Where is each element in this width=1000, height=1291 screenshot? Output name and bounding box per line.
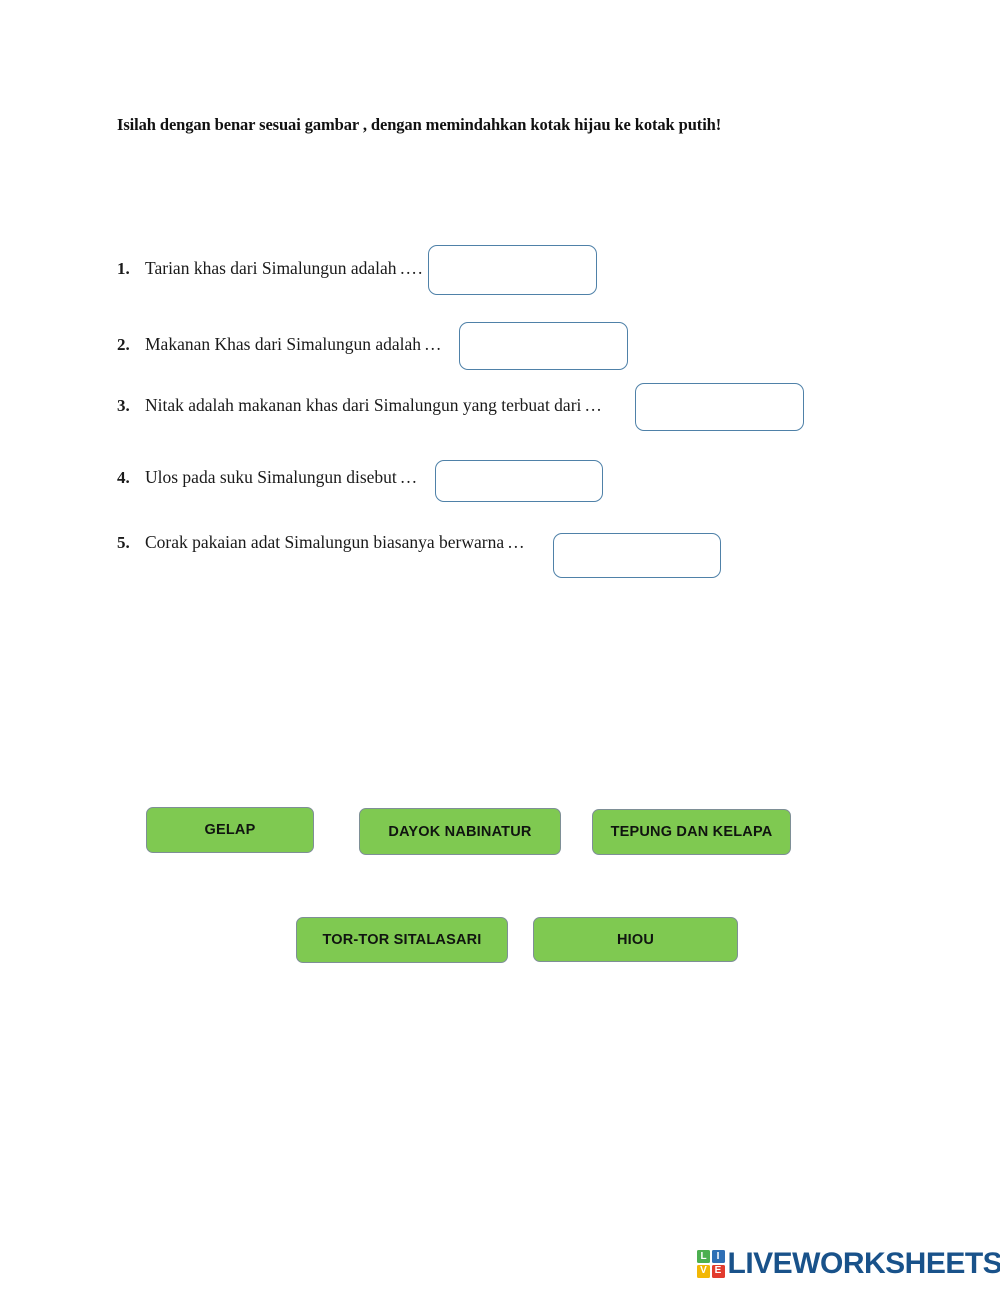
question-dots-5: … — [507, 532, 526, 552]
answer-box-5[interactable] — [553, 533, 721, 578]
question-row-4: 4. Ulos pada suku Simalungun disebut … — [117, 467, 418, 488]
question-number-3: 3. — [117, 396, 130, 415]
instruction-heading: Isilah dengan benar sesuai gambar , deng… — [117, 115, 722, 134]
answer-box-1[interactable] — [428, 245, 597, 295]
question-row-2: 2. Makanan Khas dari Simalungun adalah … — [117, 334, 443, 355]
word-tile-hiou[interactable]: HIOU — [533, 917, 738, 962]
word-tile-dayok-nabinatur[interactable]: DAYOK NABINATUR — [359, 808, 561, 855]
answer-box-2[interactable] — [459, 322, 628, 370]
question-row-1: 1. Tarian khas dari Simalungun adalah …. — [117, 258, 423, 279]
word-tile-tepung-dan-kelapa[interactable]: TEPUNG DAN KELAPA — [592, 809, 791, 855]
question-number-5: 5. — [117, 533, 130, 552]
logo-tile-v: V — [697, 1264, 710, 1278]
question-text-3: Nitak adalah makanan khas dari Simalungu… — [145, 395, 582, 415]
question-dots-2: … — [424, 334, 443, 354]
logo-tile-l: L — [697, 1250, 710, 1264]
question-dots-1: …. — [399, 258, 424, 278]
logo-tile-i: I — [711, 1250, 725, 1264]
question-text-5: Corak pakaian adat Simalungun biasanya b… — [145, 532, 505, 552]
question-dots-4: … — [399, 467, 419, 487]
question-text-4: Ulos pada suku Simalungun disebut — [145, 467, 397, 487]
question-text-1: Tarian khas dari Simalungun adalah — [145, 258, 397, 278]
question-row-5: 5. Corak pakaian adat Simalungun biasany… — [117, 532, 526, 553]
liveworksheets-mark-icon: L I V E — [697, 1250, 725, 1278]
word-tile-gelap[interactable]: GELAP — [146, 807, 314, 853]
logo-tile-e: E — [711, 1264, 725, 1278]
question-row-3: 3. Nitak adalah makanan khas dari Simalu… — [117, 395, 603, 416]
question-number-2: 2. — [117, 335, 130, 354]
liveworksheets-logo: L I V E LIVEWORKSHEETS — [697, 1243, 1000, 1285]
question-text-2: Makanan Khas dari Simalungun adalah — [145, 334, 422, 354]
answer-box-4[interactable] — [435, 460, 603, 502]
answer-box-3[interactable] — [635, 383, 804, 431]
word-tile-tor-tor-sitalasari[interactable]: TOR-TOR SITALASARI — [296, 917, 508, 963]
question-number-4: 4. — [117, 468, 130, 487]
liveworksheets-wordmark: LIVEWORKSHEETS — [727, 1247, 1000, 1280]
question-dots-3: … — [584, 395, 603, 415]
question-number-1: 1. — [117, 259, 130, 278]
